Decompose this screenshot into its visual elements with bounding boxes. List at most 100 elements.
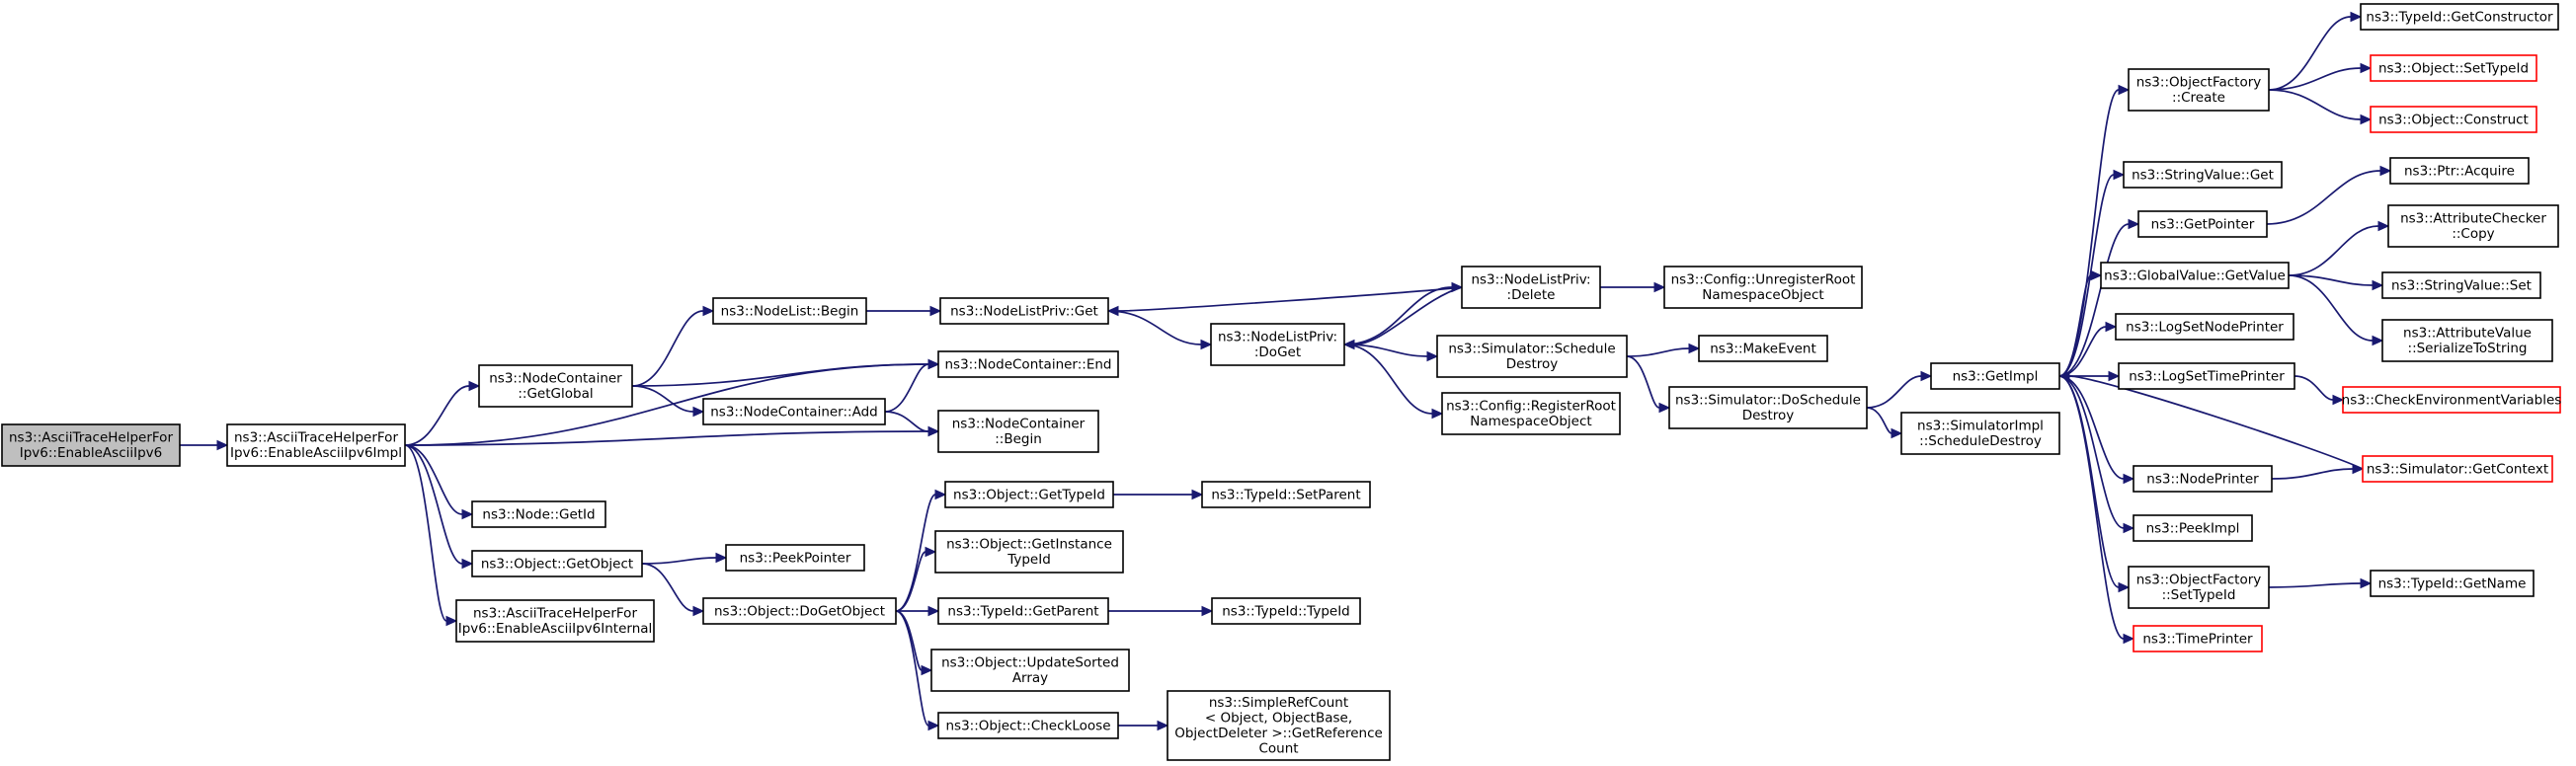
- node-box: [2123, 161, 2283, 189]
- arrowhead-icon: [2360, 62, 2373, 74]
- edge-line: [2058, 375, 2125, 529]
- arrowhead-icon: [461, 558, 474, 570]
- edge-line: [1343, 344, 1433, 415]
- node-label: ns3::Object::DoGetObject: [714, 603, 885, 619]
- graph-node-peekImpl[interactable]: ns3::PeekImpl: [2133, 514, 2253, 542]
- graph-node-nlpDoGet[interactable]: ns3::NodeListPriv::DoGet: [1210, 323, 1345, 366]
- graph-node-objCheckLoose[interactable]: ns3::Object::CheckLoose: [937, 712, 1119, 739]
- graph-node-ofCreate[interactable]: ns3::ObjectFactory::Create: [2128, 68, 2270, 112]
- node-label: ns3::NodeContainer: [489, 371, 622, 387]
- arrowhead-icon: [1891, 427, 1903, 439]
- edge-line: [1866, 375, 1922, 409]
- graph-node-checkEnv[interactable]: ns3::CheckEnvironmentVariables: [2342, 386, 2562, 414]
- graph-node-attrCheckerCopy[interactable]: ns3::AttributeChecker::Copy: [2387, 204, 2559, 248]
- graph-node-nlpDelete[interactable]: ns3::NodeListPriv::Delete: [1461, 266, 1601, 309]
- node-box: [2133, 465, 2273, 493]
- graph-node-makeEvent[interactable]: ns3::MakeEvent: [1698, 335, 1828, 362]
- graph-node-simSchedDestroy[interactable]: ns3::Simulator::ScheduleDestroy: [1436, 335, 1628, 378]
- graph-node-doGetObject[interactable]: ns3::Object::DoGetObject: [702, 597, 897, 625]
- graph-node-simGetContext[interactable]: ns3::Simulator::GetContext: [2362, 455, 2553, 483]
- edge-line: [2268, 16, 2352, 91]
- node-label: Array: [1012, 670, 1048, 686]
- graph-node-objGetTypeId[interactable]: ns3::Object::GetTypeId: [944, 481, 1114, 508]
- graph-node-tidGetParent[interactable]: ns3::TypeId::GetParent: [937, 597, 1109, 625]
- edge-line: [2058, 223, 2130, 377]
- edge-ofSetTypeId-to-tidGetName: [2268, 577, 2373, 589]
- arrowhead-icon: [2372, 335, 2384, 346]
- graph-node-strValGet[interactable]: ns3::StringValue::Get: [2123, 161, 2283, 189]
- graph-node-getImpl[interactable]: ns3::GetImpl: [1930, 362, 2060, 390]
- node-box: [937, 410, 1099, 453]
- graph-node-getPointer[interactable]: ns3::GetPointer: [2137, 210, 2268, 238]
- edge-line: [2288, 225, 2379, 276]
- graph-node-ofSetTypeId[interactable]: ns3::ObjectFactory::SetTypeId: [2128, 566, 2270, 609]
- edge-line: [895, 551, 926, 612]
- graph-node-nodePrinter[interactable]: ns3::NodePrinter: [2133, 465, 2273, 493]
- node-label: ns3::ObjectFactory: [2136, 573, 2262, 588]
- edge-line: [1117, 286, 1463, 312]
- arrowhead-icon: [692, 605, 705, 617]
- graph-node-tidGetName[interactable]: ns3::TypeId::GetName: [2370, 570, 2535, 597]
- graph-node-ncBegin[interactable]: ns3::NodeContainer::Begin: [937, 410, 1099, 453]
- node-box: [2128, 68, 2270, 112]
- graph-node-objSetTypeId[interactable]: ns3::Object::SetTypeId: [2370, 54, 2537, 82]
- graph-node-simpleRef[interactable]: ns3::SimpleRefCount< Object, ObjectBase,…: [1167, 690, 1391, 761]
- node-label: ns3::Object::Construct: [2378, 112, 2529, 127]
- graph-node-tidSetParent[interactable]: ns3::TypeId::SetParent: [1201, 481, 1371, 508]
- graph-node-nlBegin[interactable]: ns3::NodeList::Begin: [712, 297, 867, 325]
- node-label: ns3::Object::GetInstance: [946, 537, 1112, 553]
- node-box: [702, 597, 897, 625]
- graph-node-ncAdd[interactable]: ns3::NodeContainer::Add: [702, 398, 886, 425]
- node-label: ns3::TypeId::GetName: [2378, 575, 2527, 591]
- graph-node-ncEnd[interactable]: ns3::NodeContainer::End: [937, 350, 1119, 378]
- graph-node-simImplSched[interactable]: ns3::SimulatorImpl::ScheduleDestroy: [1900, 412, 2060, 455]
- graph-node-logSetNode[interactable]: ns3::LogSetNodePrinter: [2115, 313, 2294, 341]
- node-label: ns3::TypeId::GetConstructor: [2366, 9, 2553, 25]
- edge-doGetObject-to-objGetInstance: [895, 546, 937, 612]
- graph-node-peekPointer[interactable]: ns3::PeekPointer: [725, 544, 865, 572]
- graph-node-nodeGetId[interactable]: ns3::Node::GetId: [471, 500, 606, 528]
- node-label: ns3::Config::RegisterRoot: [1446, 399, 1616, 415]
- edge-doGetObject-to-objCheckLoose: [895, 610, 940, 731]
- graph-node-strValSet[interactable]: ns3::StringValue::Set: [2381, 271, 2541, 299]
- node-label: ns3::Config::UnregisterRoot: [1671, 272, 1856, 288]
- graph-node-ncGetGlobal[interactable]: ns3::NodeContainer::GetGlobal: [478, 364, 633, 408]
- node-label: ns3::LogSetNodePrinter: [2126, 319, 2284, 335]
- graph-node-impl[interactable]: ns3::AsciiTraceHelperForIpv6::EnableAsci…: [226, 423, 406, 467]
- graph-node-logSetTime[interactable]: ns3::LogSetTimePrinter: [2118, 362, 2295, 390]
- edge-getImpl-to-ofSetTypeId: [2058, 375, 2131, 593]
- edge-ncGetGlobal-to-nlBegin: [631, 305, 715, 387]
- graph-node-tidTypeId[interactable]: ns3::TypeId::TypeId: [1211, 597, 1361, 625]
- arrowhead-icon: [925, 546, 937, 558]
- node-box: [471, 500, 606, 528]
- graph-node-enableInternal[interactable]: ns3::AsciiTraceHelperForIpv6::EnableAsci…: [455, 599, 655, 643]
- call-graph-edges: [179, 11, 2392, 731]
- edge-line: [2268, 89, 2362, 120]
- graph-node-cfgUnregister[interactable]: ns3::Config::UnregisterRootNamespaceObje…: [1663, 266, 1863, 309]
- graph-node-nlpGet[interactable]: ns3::NodeListPriv::Get: [939, 297, 1109, 325]
- graph-node-ptrAcquire[interactable]: ns3::Ptr::Acquire: [2389, 157, 2530, 185]
- graph-node-attrValSerialize[interactable]: ns3::AttributeValue::SerializeToString: [2381, 319, 2553, 362]
- edge-line: [895, 610, 923, 671]
- node-label: ns3::StringValue::Set: [2391, 277, 2532, 293]
- arrowhead-icon: [2118, 84, 2131, 96]
- node-label: ns3::LogSetTimePrinter: [2129, 368, 2285, 384]
- node-box: [2389, 157, 2530, 185]
- node-label: NamespaceObject: [1470, 414, 1591, 429]
- node-label: ns3::NodePrinter: [2146, 471, 2259, 487]
- graph-node-objGetObject[interactable]: ns3::Object::GetObject: [471, 550, 643, 577]
- edge-line: [2058, 274, 2092, 377]
- graph-node-objConstruct[interactable]: ns3::Object::Construct: [2370, 106, 2537, 133]
- graph-node-gvGetValue[interactable]: ns3::GlobalValue::GetValue: [2100, 262, 2290, 289]
- call-graph-nodes: ns3::AsciiTraceHelperForIpv6::EnableAsci…: [1, 3, 2562, 761]
- node-label: ::Create: [2172, 90, 2225, 106]
- graph-node-root[interactable]: ns3::AsciiTraceHelperForIpv6::EnableAsci…: [1, 423, 181, 467]
- graph-node-tidGetConstructor[interactable]: ns3::TypeId::GetConstructor: [2360, 3, 2559, 31]
- node-box: [1167, 690, 1391, 761]
- graph-node-timePrinter[interactable]: ns3::TimePrinter: [2133, 625, 2263, 652]
- node-box: [2137, 210, 2268, 238]
